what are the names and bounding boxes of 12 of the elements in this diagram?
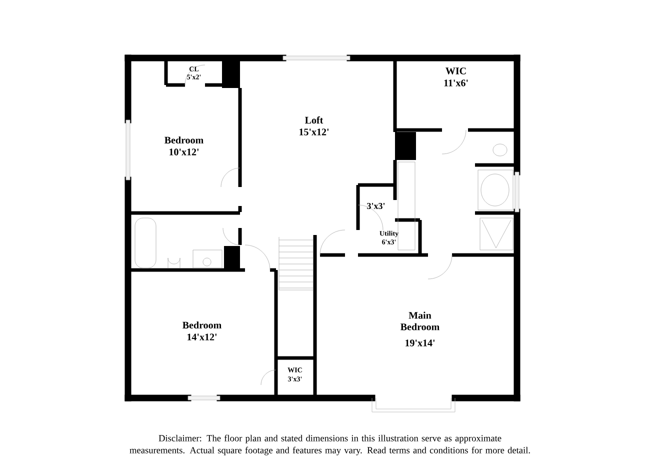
room-name: Bedroom [182, 321, 222, 328]
room-name: Bedroom [164, 136, 204, 144]
disclaimer-text: Disclaimer: The floor plan and stated dimensions in this illustration serve as approximate measurements. Actual square footage and features may vary. Read terms and conditions for more detail. [130, 434, 530, 456]
room-dimension: 15'x12' [300, 128, 329, 136]
room-name: Loft [305, 116, 324, 124]
room-dimension: 19'x14' [406, 340, 435, 346]
room-dimension: 11'x6' [444, 80, 468, 86]
room-dimension: 3'x3' [367, 202, 385, 210]
room-name: Main Bedroom [400, 312, 440, 330]
room-name: WIC [446, 68, 466, 74]
room-dimension: 14'x12' [188, 334, 217, 340]
room-dimension: 10'x12' [170, 148, 199, 156]
